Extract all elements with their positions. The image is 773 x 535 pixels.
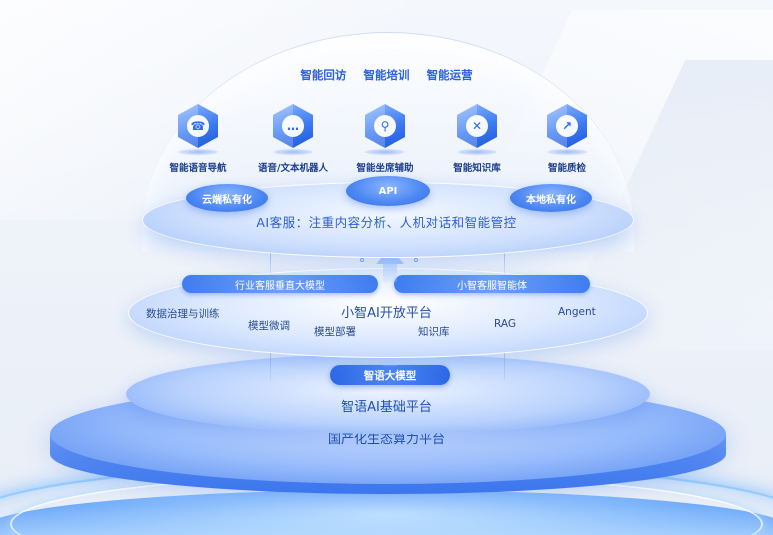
arrow-stem	[383, 262, 397, 282]
icon-shadow	[365, 149, 405, 155]
open-platform-item: RAG	[494, 318, 517, 330]
connector-line	[504, 240, 505, 274]
connector-dot	[360, 258, 364, 262]
cloud-private-badge: 云端私有化	[186, 184, 268, 212]
compute-platform-title: 国产化生态算力平台	[327, 432, 445, 447]
open-platform-item: 模型微调	[248, 320, 290, 332]
ai-service-title: AI客服：注重内容分析、人机对话和智能管控	[256, 215, 517, 230]
app-voice-navigation: ☎ 智能语音导航	[148, 104, 248, 174]
open-platform-item: 数据治理与训练	[146, 308, 220, 320]
foundation-model-badge: 智语大模型	[330, 365, 450, 385]
chat-robot-icon: …	[273, 104, 313, 148]
app-label: 智能坐席辅助	[356, 163, 414, 174]
app-label: 智能质检	[547, 163, 586, 174]
connector-line	[270, 240, 271, 274]
foundation-platform-title: 智语AI基础平台	[341, 400, 432, 415]
icon-shadow	[178, 149, 218, 155]
connector-line	[504, 328, 505, 380]
connector-line	[270, 328, 271, 380]
quality-inspection-icon: ↗	[547, 104, 587, 148]
icon-shadow	[273, 149, 313, 155]
app-label: 语音/文本机器人	[258, 163, 328, 174]
open-platform-title: 小智AI开放平台	[341, 306, 432, 321]
app-label: 智能语音导航	[169, 163, 227, 174]
stage-glow	[0, 505, 773, 535]
capability-label: 智能培训	[363, 68, 410, 82]
app-label: 智能知识库	[453, 163, 501, 174]
top-capabilities: 智能回访 智能培训 智能运营	[0, 64, 773, 83]
app-knowledge-base: ✕ 智能知识库	[427, 104, 527, 174]
app-agent-assist: ⚲ 智能坐席辅助	[335, 104, 435, 174]
voice-navigation-icon: ☎	[178, 104, 218, 148]
agent-bar: 小智客服智能体	[394, 275, 590, 293]
industry-model-bar: 行业客服垂直大模型	[182, 275, 378, 293]
open-platform-item: 模型部署	[314, 326, 356, 338]
open-platform-item: Angent	[558, 306, 596, 318]
icon-shadow	[547, 149, 587, 155]
local-private-badge: 本地私有化	[510, 184, 592, 212]
capability-label: 智能运营	[426, 68, 473, 82]
app-quality-inspection: ↗ 智能质检	[517, 104, 617, 174]
knowledge-base-icon: ✕	[457, 104, 497, 148]
icon-shadow	[457, 149, 497, 155]
open-platform-item: 知识库	[418, 326, 450, 338]
app-chat-robot: … 语音/文本机器人	[243, 104, 343, 174]
api-badge: API	[346, 176, 430, 206]
connector-dot	[414, 258, 418, 262]
agent-assist-icon: ⚲	[365, 104, 405, 148]
capability-label: 智能回访	[300, 68, 347, 82]
